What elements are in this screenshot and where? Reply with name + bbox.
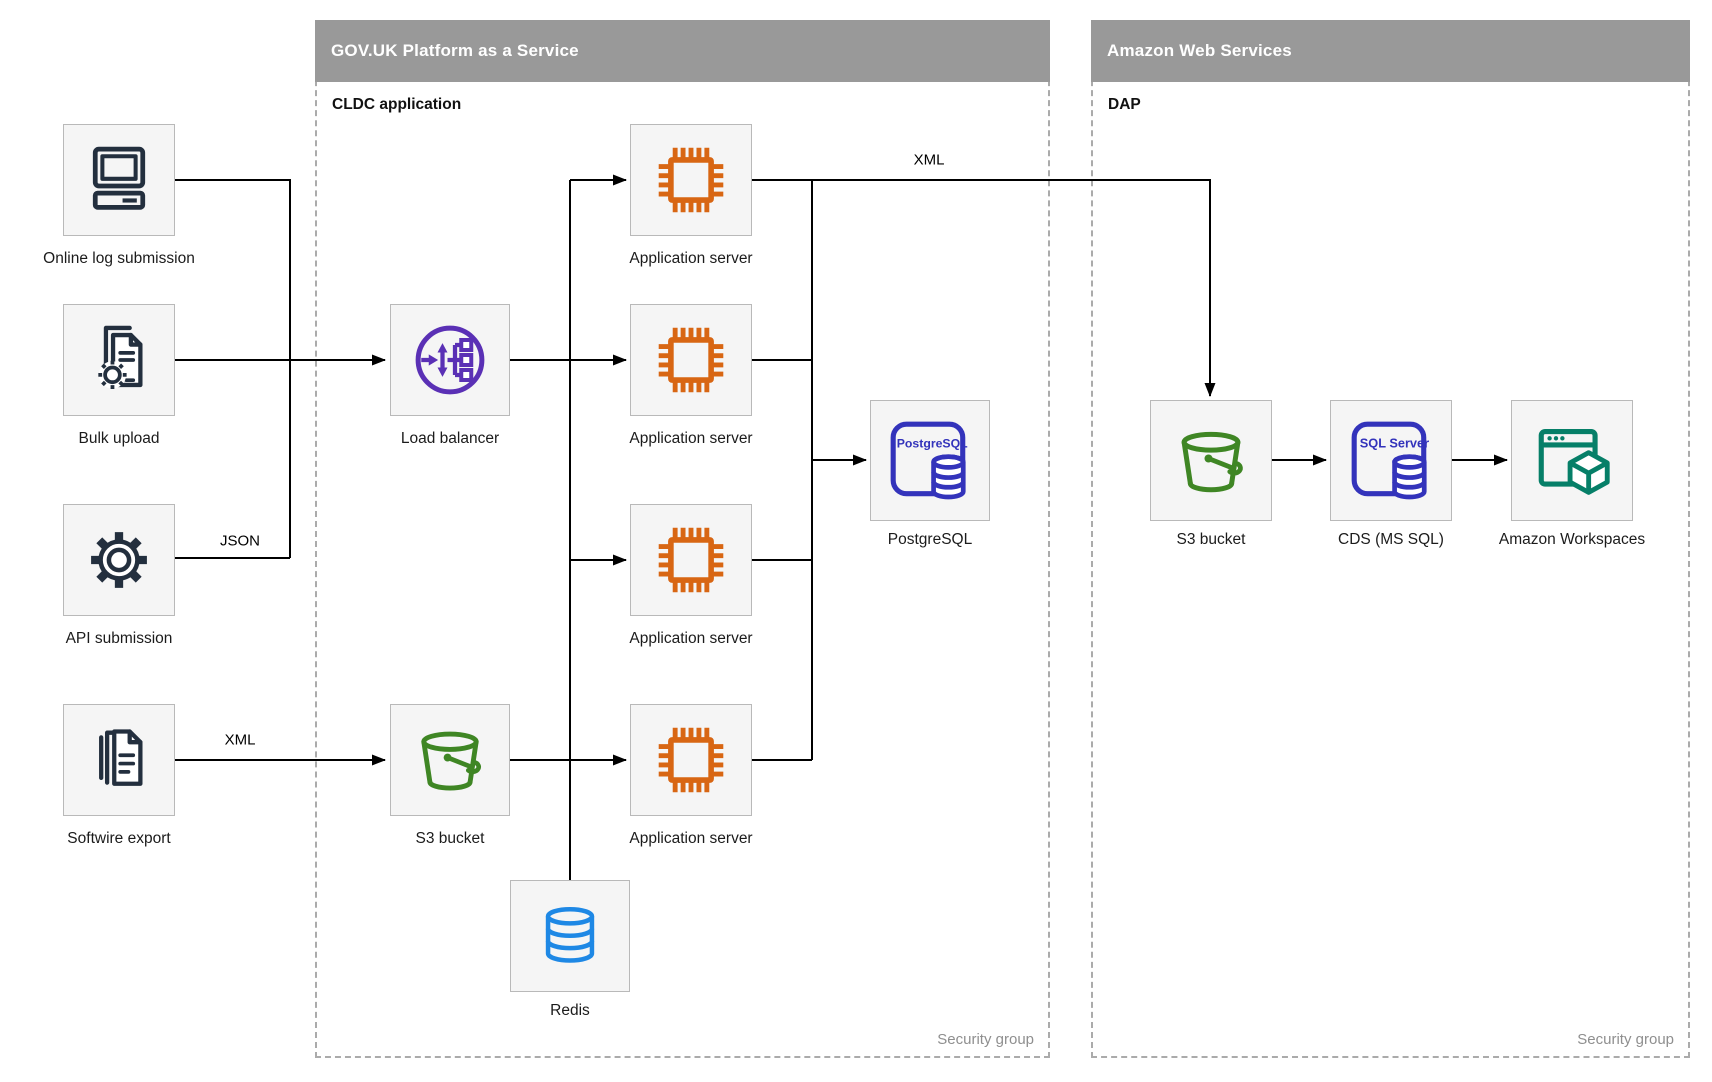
node-online-log-submission bbox=[63, 124, 175, 236]
postgresql-database-icon: PostgreSQL bbox=[890, 421, 968, 499]
node-label: API submission bbox=[65, 630, 173, 647]
container-subtitle: CLDC application bbox=[332, 96, 462, 113]
node-s3-bucket-paas bbox=[390, 704, 510, 816]
edge-label-xml-export: XML bbox=[913, 151, 945, 169]
node-postgresql: PostgreSQL bbox=[870, 400, 990, 521]
node-redis bbox=[510, 880, 630, 992]
security-group-label: Security group bbox=[1577, 1031, 1674, 1048]
node-label: Load balancer bbox=[400, 430, 500, 447]
bucket-icon bbox=[1181, 431, 1243, 492]
sql-server-database-icon: SQL Server bbox=[1351, 421, 1429, 499]
chip-icon bbox=[658, 147, 724, 213]
container-title: GOV.UK Platform as a Service bbox=[331, 41, 579, 60]
documents-gear-icon bbox=[98, 325, 143, 389]
node-label: Softwire export bbox=[67, 830, 171, 847]
node-application-server-4 bbox=[630, 704, 752, 816]
node-label: S3 bucket bbox=[1176, 531, 1246, 548]
container-govuk-paas: GOV.UK Platform as a Service CLDC applic… bbox=[315, 20, 1050, 1058]
edge-label-xml-softwire: XML bbox=[224, 731, 256, 749]
documents-stack-icon bbox=[99, 729, 143, 786]
container-govuk-paas-header: GOV.UK Platform as a Service bbox=[315, 20, 1050, 82]
node-label: Application server bbox=[629, 830, 753, 847]
node-label: Amazon Workspaces bbox=[1498, 531, 1646, 548]
node-label: Application server bbox=[629, 250, 753, 267]
sql-server-badge-text: SQL Server bbox=[1360, 435, 1429, 450]
postgresql-badge-text: PostgreSQL bbox=[897, 436, 968, 450]
node-api-submission bbox=[63, 504, 175, 616]
load-balancer-icon bbox=[415, 325, 485, 395]
security-group-label: Security group bbox=[937, 1031, 1034, 1048]
edge-label-json: JSON bbox=[219, 532, 261, 550]
node-cds-ms-sql: SQL Server bbox=[1330, 400, 1452, 521]
node-s3-bucket-aws bbox=[1150, 400, 1272, 521]
chip-icon bbox=[658, 327, 724, 393]
node-label: Application server bbox=[629, 430, 753, 447]
node-bulk-upload bbox=[63, 304, 175, 416]
desktop-computer-icon bbox=[92, 146, 146, 210]
node-label: Redis bbox=[550, 1002, 590, 1019]
node-application-server-2 bbox=[630, 304, 752, 416]
chip-icon bbox=[658, 727, 724, 793]
gear-icon bbox=[91, 532, 147, 588]
node-application-server-1 bbox=[630, 124, 752, 236]
container-aws: Amazon Web Services DAP Security group bbox=[1091, 20, 1690, 1058]
chip-icon bbox=[658, 527, 724, 593]
container-title: Amazon Web Services bbox=[1107, 41, 1292, 60]
node-label: CDS (MS SQL) bbox=[1338, 531, 1444, 548]
node-label: Application server bbox=[629, 630, 753, 647]
container-aws-header: Amazon Web Services bbox=[1091, 20, 1690, 82]
node-load-balancer bbox=[390, 304, 510, 416]
node-amazon-workspaces bbox=[1511, 400, 1633, 521]
node-label: PostgreSQL bbox=[887, 531, 973, 548]
database-cylinder-icon bbox=[545, 906, 595, 963]
node-label: Bulk upload bbox=[78, 430, 160, 447]
bucket-icon bbox=[421, 731, 481, 791]
connector-online-api-feeder bbox=[175, 179, 291, 559]
node-label: S3 bucket bbox=[415, 830, 485, 847]
workspaces-icon bbox=[1538, 428, 1610, 495]
node-softwire-export bbox=[63, 704, 175, 816]
node-label: Online log submission bbox=[43, 250, 195, 267]
container-subtitle: DAP bbox=[1108, 96, 1141, 113]
node-application-server-3 bbox=[630, 504, 752, 616]
